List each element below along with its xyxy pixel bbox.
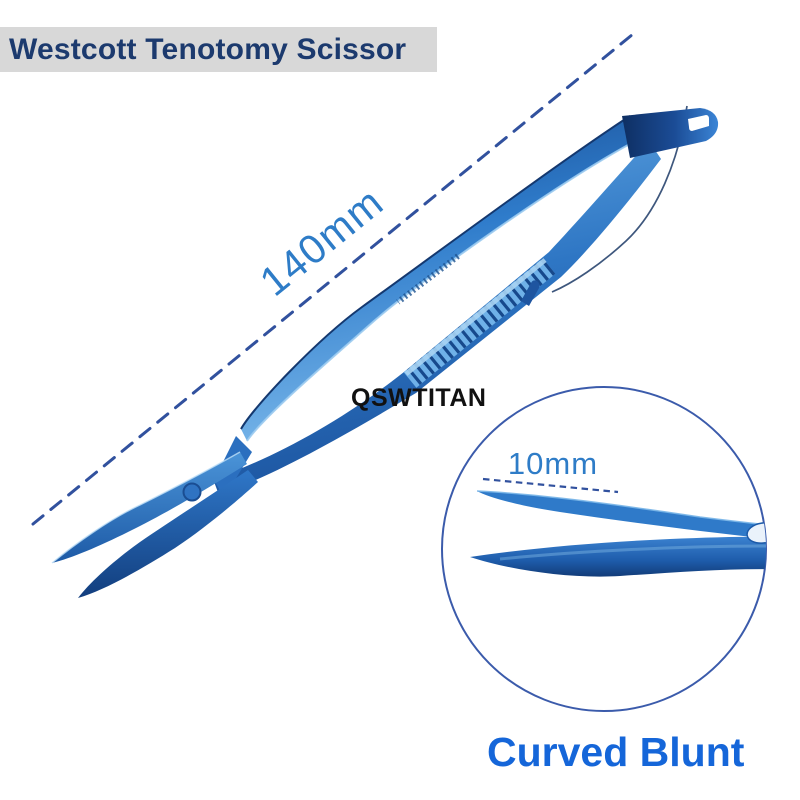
blade-lower [78, 470, 258, 598]
upper-arm [241, 116, 639, 441]
tip-dimension-line [482, 477, 619, 494]
grip-serrations [403, 258, 556, 388]
handle-slot [688, 115, 709, 131]
length-dimension-line [31, 28, 640, 526]
stop-pin [521, 280, 540, 306]
handle-end [622, 108, 719, 158]
inset-circle [441, 386, 767, 712]
tip-length-label: 10mm [507, 446, 599, 481]
banner-title: Westcott Tenotomy Scissor [9, 32, 407, 66]
spring-wire [551, 105, 688, 293]
brand-watermark: QSWTITAN [351, 384, 487, 412]
pivot-screw [182, 482, 202, 502]
title-banner: Westcott Tenotomy Scissor [0, 27, 437, 72]
blade-upper [52, 452, 247, 563]
inset-tip-photo [470, 490, 766, 577]
scissors-photo [51, 105, 719, 598]
style-caption: Curved Blunt [487, 729, 745, 775]
screw-hole [746, 522, 766, 544]
